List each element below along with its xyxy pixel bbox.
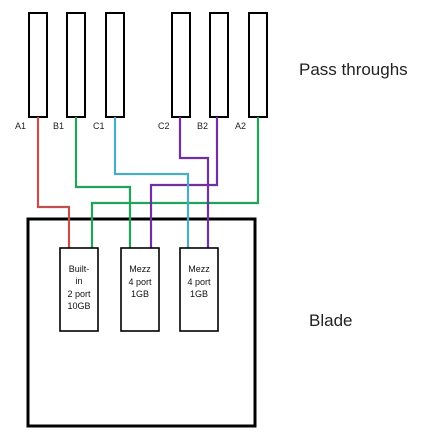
- pass-through-c2: [171, 12, 191, 118]
- port-label-a2: A2: [235, 121, 246, 131]
- mezz1-line-3: 1GB: [131, 289, 149, 299]
- pass-through-a1: [28, 12, 48, 118]
- wire-c1: [113, 117, 190, 248]
- builtin-line-2: in: [75, 276, 82, 286]
- pass-throughs-label: Pass throughs: [299, 60, 408, 79]
- pass-through-a2: [248, 12, 268, 118]
- port-label-b2: B2: [197, 121, 208, 131]
- builtin-nic-card: [59, 247, 99, 332]
- blade-label: Blade: [309, 311, 352, 330]
- builtin-line-3: 2 port: [67, 289, 91, 299]
- mezz2-line-2: 4 port: [187, 277, 211, 287]
- wire-c2: [178, 117, 210, 248]
- builtin-line-4: 10GB: [67, 301, 90, 311]
- pass-through-b1: [66, 12, 86, 118]
- mezz2-line-1: Mezz: [188, 264, 210, 274]
- port-label-c2: C2: [158, 121, 170, 131]
- wire-b2: [149, 117, 219, 248]
- mezz-card-1: [120, 247, 160, 332]
- port-label-c1: C1: [93, 121, 105, 131]
- pass-through-b2: [209, 12, 229, 118]
- builtin-line-1: Built-: [69, 264, 90, 274]
- wire-a2: [90, 117, 260, 248]
- wire-a1: [36, 117, 71, 248]
- mezz-card-2: [179, 247, 219, 332]
- mezz1-line-1: Mezz: [129, 264, 151, 274]
- port-label-a1: A1: [15, 121, 26, 131]
- wire-b1: [74, 117, 132, 248]
- pass-through-c1: [105, 12, 125, 118]
- mezz2-line-3: 1GB: [190, 289, 208, 299]
- mezz1-line-2: 4 port: [128, 277, 152, 287]
- port-label-b1: B1: [53, 121, 64, 131]
